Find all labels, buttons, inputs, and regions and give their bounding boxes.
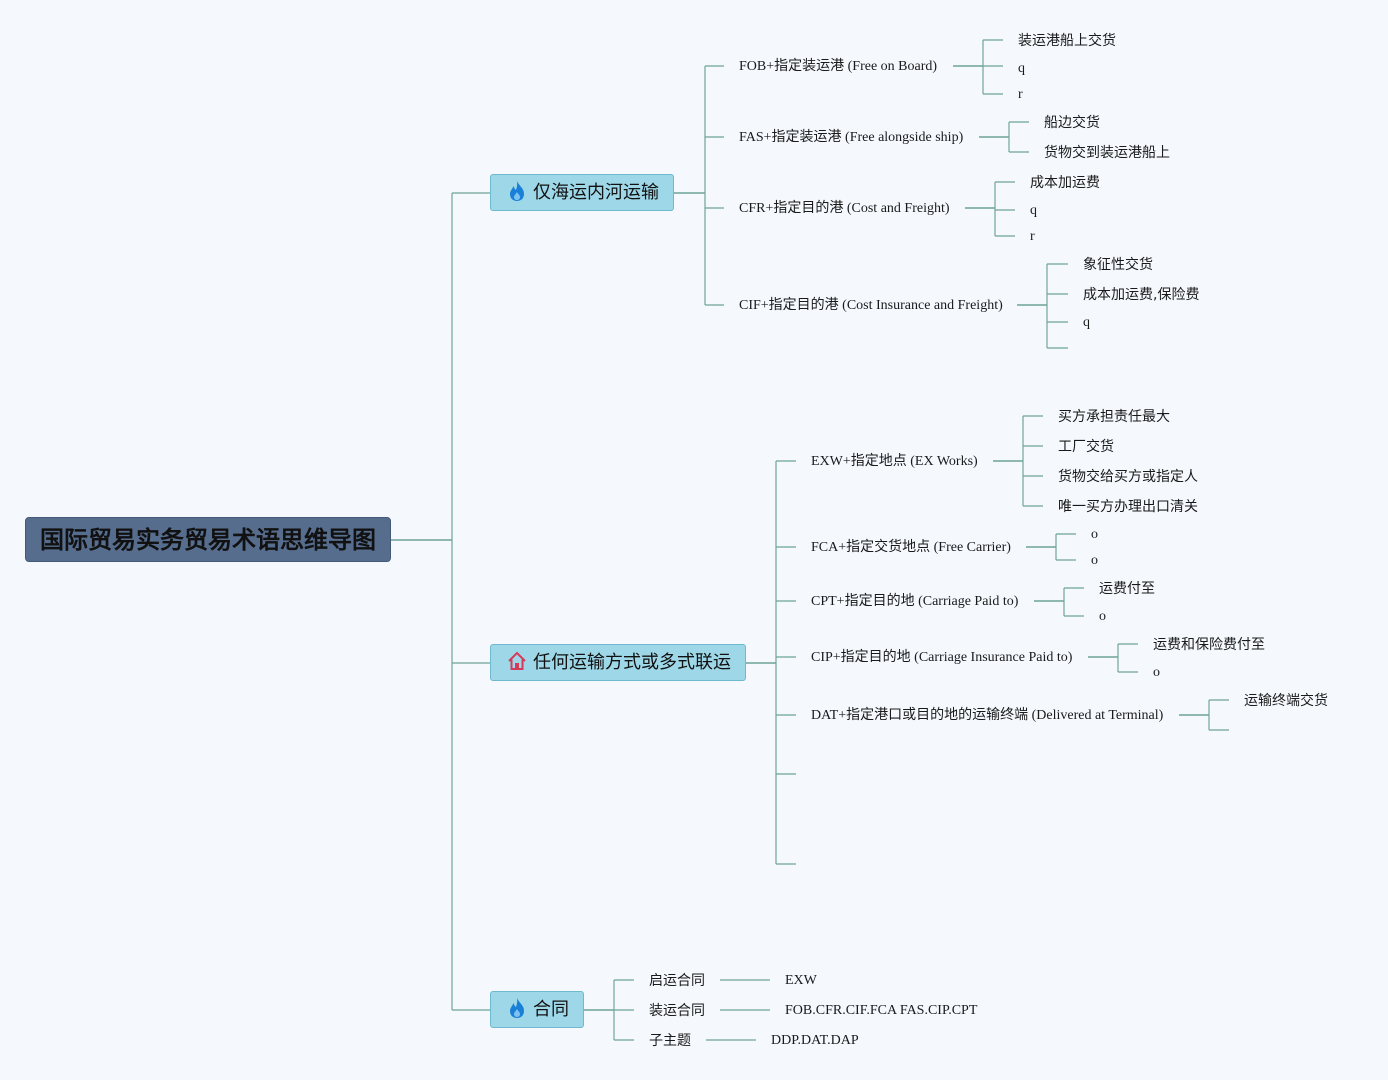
subtopic-fca[interactable]: FCA+指定交货地点 (Free Carrier) <box>811 540 1011 555</box>
detail-item[interactable]: 货物交给买方或指定人 <box>1058 469 1198 485</box>
detail-item[interactable]: 象征性交货 <box>1083 257 1153 273</box>
detail-item[interactable]: q <box>1018 61 1025 76</box>
detail-item[interactable]: o <box>1091 553 1098 568</box>
branch-label: 任何运输方式或多式联运 <box>533 652 731 673</box>
subtopic-subtopic[interactable]: 子主题 <box>649 1033 691 1049</box>
root-topic[interactable]: 国际贸易实务贸易术语思维导图 <box>25 517 391 562</box>
detail-item[interactable]: 唯一买方办理出口清关 <box>1058 499 1198 515</box>
branch-sea-inland[interactable]: 仅海运内河运输 <box>490 174 674 211</box>
detail-item[interactable]: 工厂交货 <box>1058 439 1114 455</box>
subtopic-exw[interactable]: EXW+指定地点 (EX Works) <box>811 454 978 469</box>
detail-item[interactable]: 运输终端交货 <box>1244 693 1328 709</box>
branch-multimodal[interactable]: 任何运输方式或多式联运 <box>490 644 746 681</box>
detail-item[interactable]: 成本加运费 <box>1030 175 1100 191</box>
subtopic-fas[interactable]: FAS+指定装运港 (Free alongside ship) <box>739 130 964 145</box>
detail-item[interactable]: o <box>1153 665 1160 680</box>
detail-item[interactable]: r <box>1018 87 1023 102</box>
subtopic-cfr[interactable]: CFR+指定目的港 (Cost and Freight) <box>739 201 950 216</box>
subtopic-cip[interactable]: CIP+指定目的地 (Carriage Insurance Paid to) <box>811 650 1073 665</box>
subtopic-shipment-contract[interactable]: 装运合同 <box>649 1003 705 1019</box>
detail-item[interactable]: r <box>1030 229 1035 244</box>
subtopic-cpt[interactable]: CPT+指定目的地 (Carriage Paid to) <box>811 594 1019 609</box>
subtopic-cif[interactable]: CIF+指定目的港 (Cost Insurance and Freight) <box>739 298 1003 313</box>
detail-item[interactable]: 成本加运费,保险费 <box>1083 287 1200 303</box>
house-icon <box>508 651 526 670</box>
detail-item[interactable]: FOB.CFR.CIF.FCA FAS.CIP.CPT <box>785 1003 978 1018</box>
branch-contract[interactable]: 合同 <box>490 991 584 1028</box>
detail-item[interactable]: o <box>1091 527 1098 542</box>
detail-item[interactable]: 运费和保险费付至 <box>1153 637 1265 653</box>
flame-icon <box>510 998 524 1018</box>
detail-item[interactable]: 运费付至 <box>1099 581 1155 597</box>
detail-item[interactable]: EXW <box>785 973 817 988</box>
subtopic-departure-contract[interactable]: 启运合同 <box>649 973 705 989</box>
detail-item[interactable]: 买方承担责任最大 <box>1058 409 1170 425</box>
detail-item[interactable]: 货物交到装运港船上 <box>1044 145 1170 161</box>
subtopic-fob[interactable]: FOB+指定装运港 (Free on Board) <box>739 59 938 74</box>
flame-icon <box>510 181 524 201</box>
subtopic-dat[interactable]: DAT+指定港口或目的地的运输终端 (Delivered at Terminal… <box>811 708 1164 723</box>
detail-item[interactable]: q <box>1083 315 1090 330</box>
detail-item[interactable]: 装运港船上交货 <box>1018 33 1116 49</box>
detail-item[interactable]: q <box>1030 203 1037 218</box>
branch-label: 合同 <box>533 999 569 1020</box>
branch-label: 仅海运内河运输 <box>533 182 659 203</box>
detail-item[interactable]: o <box>1099 609 1106 624</box>
detail-item[interactable]: 船边交货 <box>1044 115 1100 131</box>
detail-item[interactable]: DDP.DAT.DAP <box>771 1033 859 1048</box>
